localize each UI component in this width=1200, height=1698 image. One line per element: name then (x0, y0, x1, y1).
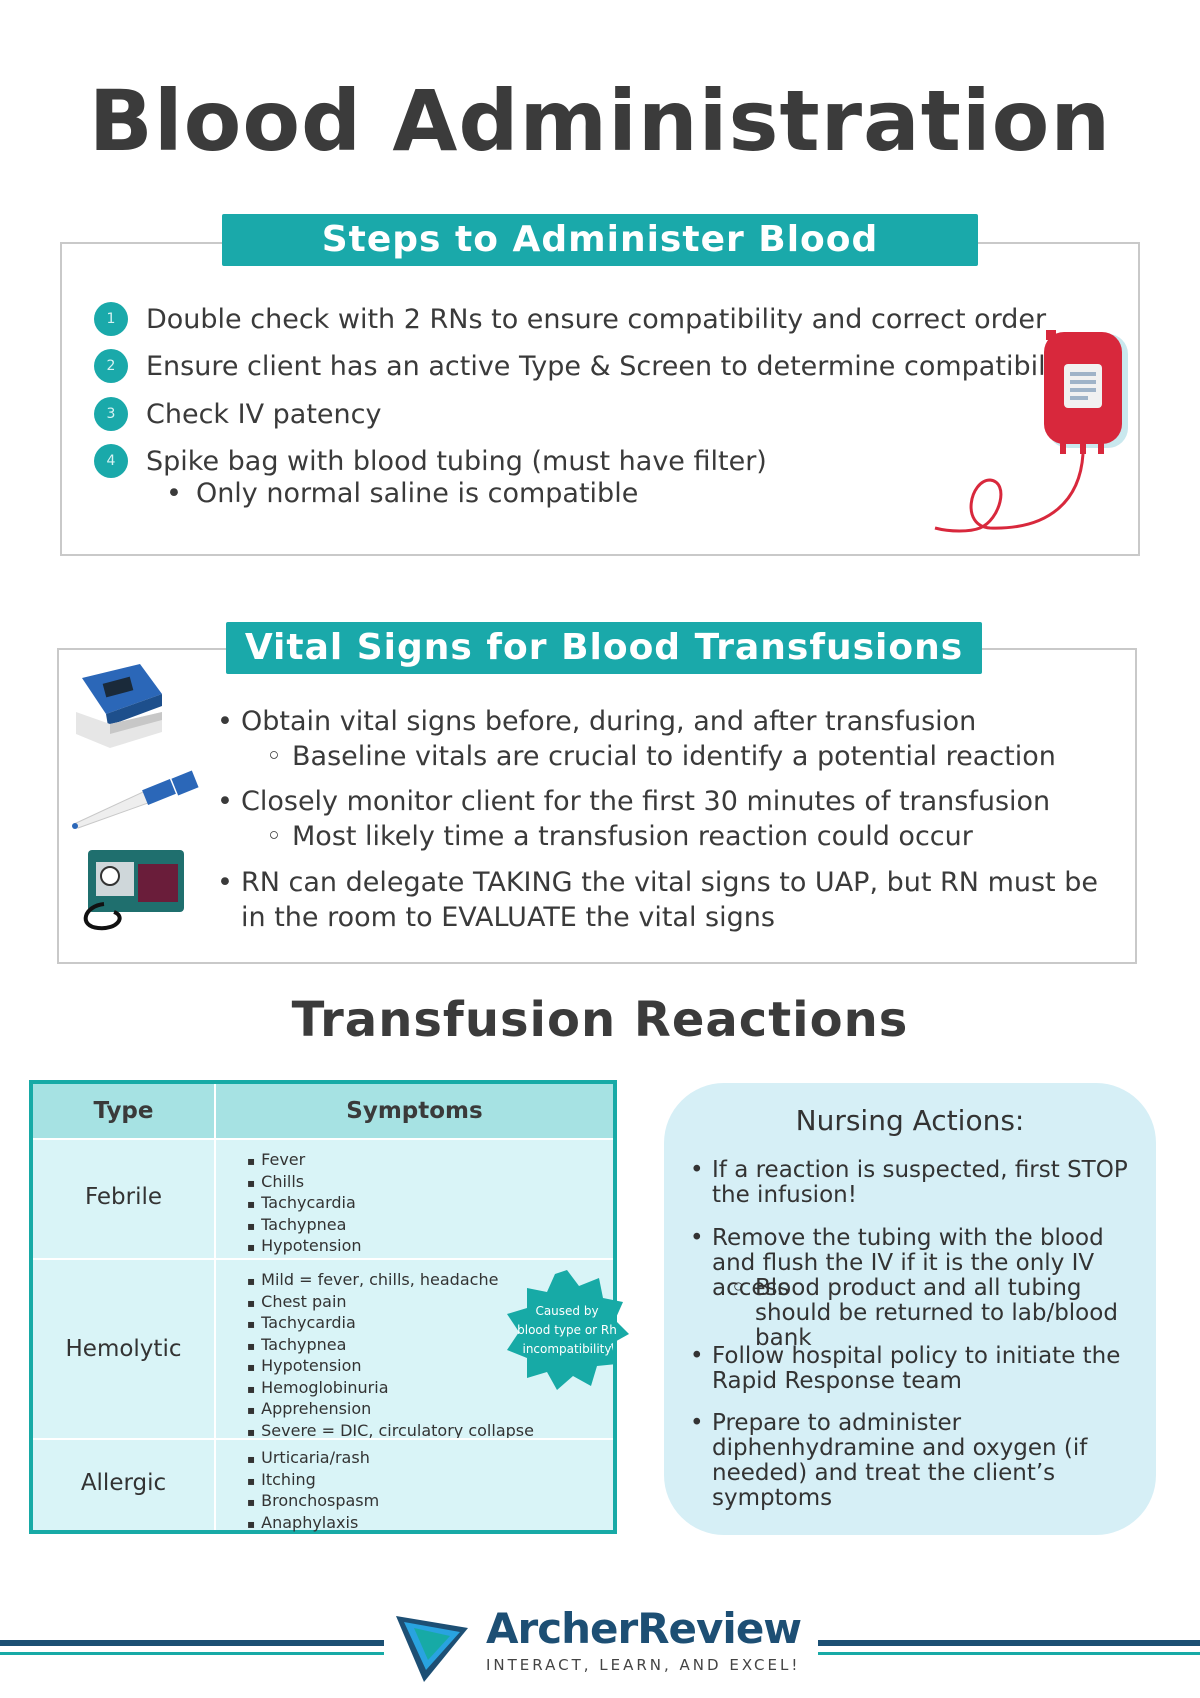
nursing-action-sub-item: Blood product and all tubing should be r… (731, 1276, 1155, 1351)
page-title: Blood Administration (88, 72, 1112, 170)
footer-rule-right-accent (818, 1652, 1200, 1655)
symptom-item: Chest pain (247, 1292, 534, 1314)
thermometer-icon (72, 770, 199, 829)
symptom-item: Hemoglobinuria (247, 1378, 534, 1400)
table-row: Febrile Fever Chills Tachycardia Tachypn… (33, 1138, 613, 1258)
symptom-item: Severe = DIC, circulatory collapse (247, 1421, 534, 1443)
vitals-bullet: Obtain vital signs before, during, and a… (217, 706, 976, 737)
footer-rule-left (0, 1640, 384, 1646)
column-header-type: Type (93, 1098, 154, 1124)
nursing-action-item: If a reaction is suspected, first STOP t… (690, 1158, 1152, 1208)
symptom-item: Tachypnea (247, 1215, 362, 1237)
reaction-type: Febrile (84, 1184, 163, 1210)
step-number: 2 (94, 349, 128, 383)
vitals-sub-bullet: Baseline vitals are crucial to identify … (266, 741, 1056, 772)
column-divider (214, 1084, 216, 1530)
vitals-banner: Vital Signs for Blood Transfusions (226, 622, 982, 674)
step-text: Spike bag with blood tubing (must have f… (146, 445, 767, 477)
blood-bag-icon (934, 330, 1128, 533)
badge-text: Caused by blood type or Rh incompatibili… (507, 1302, 627, 1359)
step-number: 3 (94, 397, 128, 431)
step-item: 3 Check IV patency (94, 397, 381, 431)
footer-rule-left-accent (0, 1652, 384, 1655)
table-row: Hemolytic Mild = fever, chills, headache… (33, 1258, 613, 1440)
step-text: Check IV patency (146, 398, 382, 430)
symptom-item: Anaphylaxis (247, 1513, 379, 1535)
nursing-action-item: Prepare to administer diphenhydramine an… (690, 1411, 1152, 1511)
step-text: Ensure client has an active Type & Scree… (146, 350, 1080, 382)
nursing-actions-title: Nursing Actions: (795, 1104, 1025, 1137)
vitals-bullet: Closely monitor client for the first 30 … (217, 786, 1050, 817)
symptom-item: Hypotension (247, 1356, 534, 1378)
step-text: Double check with 2 RNs to ensure compat… (146, 303, 1047, 335)
symptom-list: Mild = fever, chills, headache Chest pai… (247, 1270, 534, 1442)
badge-line: incompatibility (522, 1342, 612, 1356)
archer-logo-icon (396, 1616, 468, 1682)
reaction-type: Allergic (80, 1470, 167, 1496)
symptom-item: Itching (247, 1470, 379, 1492)
symptom-item: Apprehension (247, 1399, 534, 1421)
column-header-symptoms: Symptoms (346, 1098, 483, 1124)
symptom-item: Fever (247, 1150, 362, 1172)
symptom-item: Urticaria/rash (247, 1448, 379, 1470)
step-sub-bullet: Only normal saline is compatible (166, 478, 638, 509)
vitals-bullet-continuation: in the room to EVALUATE the vital signs (241, 902, 775, 933)
symptom-list: Fever Chills Tachycardia Tachypnea Hypot… (247, 1150, 362, 1258)
reactions-table: Type Symptoms Febrile Fever Chills Tachy… (29, 1080, 617, 1534)
starburst-badge-icon (507, 1270, 629, 1390)
step-item: 1 Double check with 2 RNs to ensure comp… (94, 302, 1046, 336)
symptom-item: Tachycardia (247, 1193, 362, 1215)
vitals-sub-bullet: Most likely time a transfusion reaction … (266, 821, 973, 852)
blood-pressure-cuff-icon (83, 850, 184, 931)
symptom-list: Urticaria/rash Itching Bronchospasm Anap… (247, 1448, 379, 1534)
symptom-item: Bronchospasm (247, 1491, 379, 1513)
footer-rule-right (818, 1640, 1200, 1646)
vitals-bullet: RN can delegate TAKING the vital signs t… (217, 867, 1098, 898)
symptom-item: Hypotension (247, 1236, 361, 1258)
step-item: 2 Ensure client has an active Type & Scr… (94, 349, 1080, 383)
pulse-oximeter-icon (76, 664, 162, 748)
table-row: Allergic Urticaria/rash Itching Bronchos… (33, 1438, 613, 1532)
nursing-action-item: Follow hospital policy to initiate the R… (690, 1344, 1152, 1394)
step-number: 1 (94, 302, 128, 336)
reaction-type: Hemolytic (65, 1336, 182, 1362)
badge-line: Caused by (535, 1304, 599, 1318)
table-header: Type Symptoms (33, 1084, 613, 1138)
reactions-heading: Transfusion Reactions (291, 992, 909, 1048)
symptom-item: Mild = fever, chills, headache (247, 1270, 534, 1292)
symptom-item: Tachypnea (247, 1335, 534, 1357)
step-item: 4 Spike bag with blood tubing (must have… (94, 444, 767, 478)
step-number: 4 (94, 444, 128, 478)
brand-tagline: INTERACT, LEARN, AND EXCEL! (486, 1656, 801, 1674)
badge-line: blood type or Rh (517, 1323, 617, 1337)
symptom-item: Tachycardia (247, 1313, 534, 1335)
brand-name: ArcherReview (486, 1604, 802, 1653)
symptom-item: Chills (247, 1172, 362, 1194)
steps-banner: Steps to Administer Blood (222, 214, 978, 266)
